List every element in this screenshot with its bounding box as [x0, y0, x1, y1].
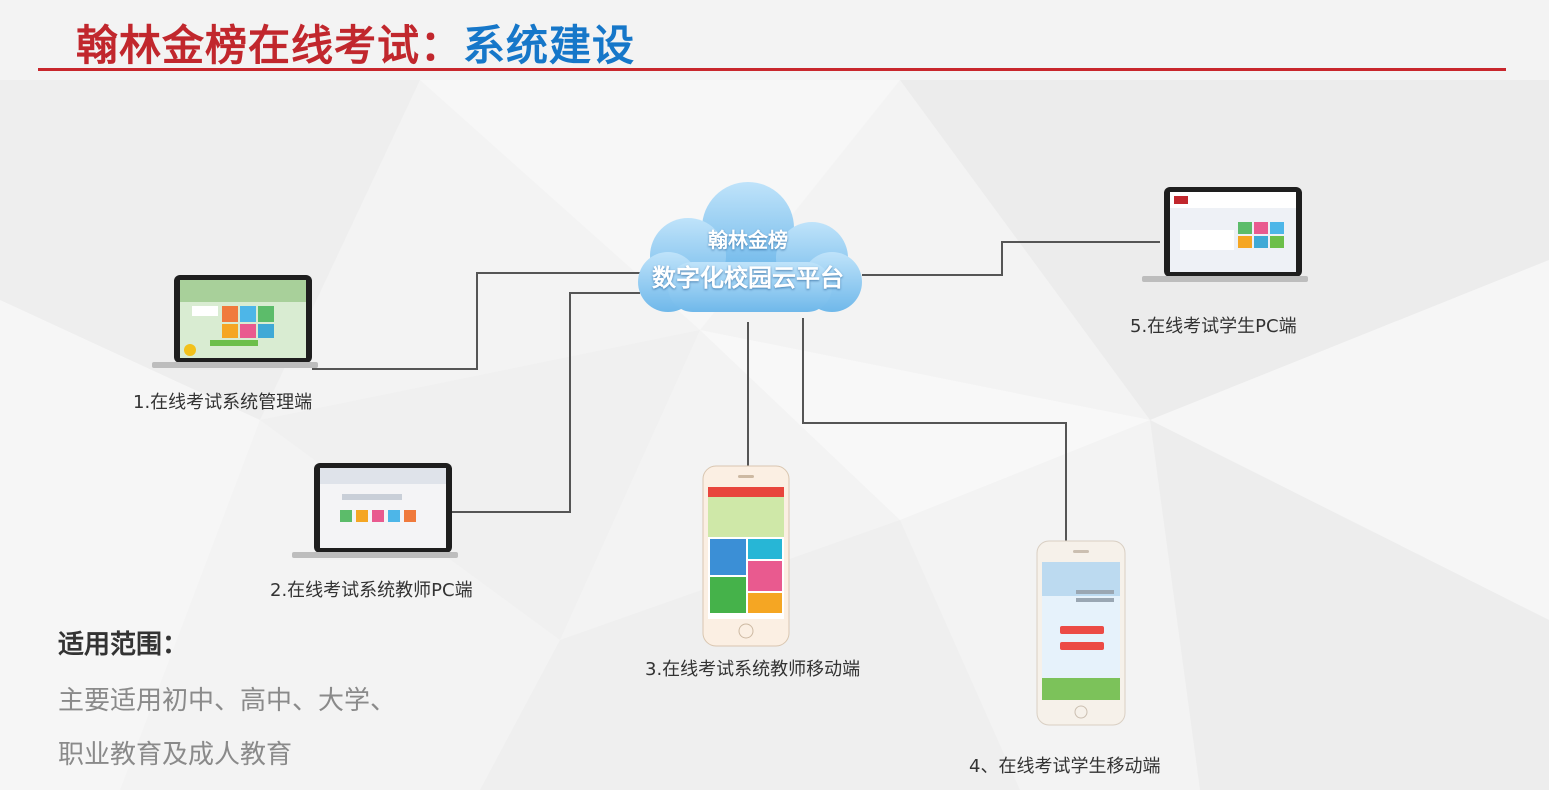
title-separator: ： [420, 21, 464, 70]
scope-title: 适用范围： [58, 630, 189, 660]
title-underline [38, 68, 1506, 71]
laptop-icon [1142, 187, 1308, 282]
node-label-teacher-mobile: 3.在线考试系统教师移动端 [645, 659, 861, 680]
title-sub: 系统建设 [463, 21, 636, 70]
smartphone-icon [702, 465, 790, 647]
laptop-icon [292, 463, 458, 558]
title-main: 翰林金榜在线考试 [76, 21, 421, 70]
connector-student-pc [862, 241, 1160, 276]
node-label-teacher-pc: 2.在线考试系统教师PC端 [270, 580, 473, 601]
scope-line-1: 主要适用初中、高中、大学、 [58, 686, 397, 716]
node-label-student-pc: 5.在线考试学生PC端 [1130, 316, 1297, 337]
scope-line-2: 职业教育及成人教育 [58, 740, 293, 770]
cloud-subtitle: 数字化校园云平台 [652, 264, 844, 292]
laptop-icon [152, 275, 318, 368]
connector-teacher-pc [450, 292, 640, 513]
smartphone-icon [1036, 540, 1126, 726]
connector-student-mobile [802, 318, 1067, 542]
cloud-icon [638, 182, 862, 312]
connector-admin-pc [312, 272, 640, 370]
node-label-admin-pc: 1.在线考试系统管理端 [133, 392, 313, 413]
node-label-student-mobile: 4、在线考试学生移动端 [969, 756, 1161, 777]
cloud-title: 翰林金榜 [708, 228, 788, 252]
page-title: 翰林金榜在线考试：系统建设 [76, 12, 635, 73]
